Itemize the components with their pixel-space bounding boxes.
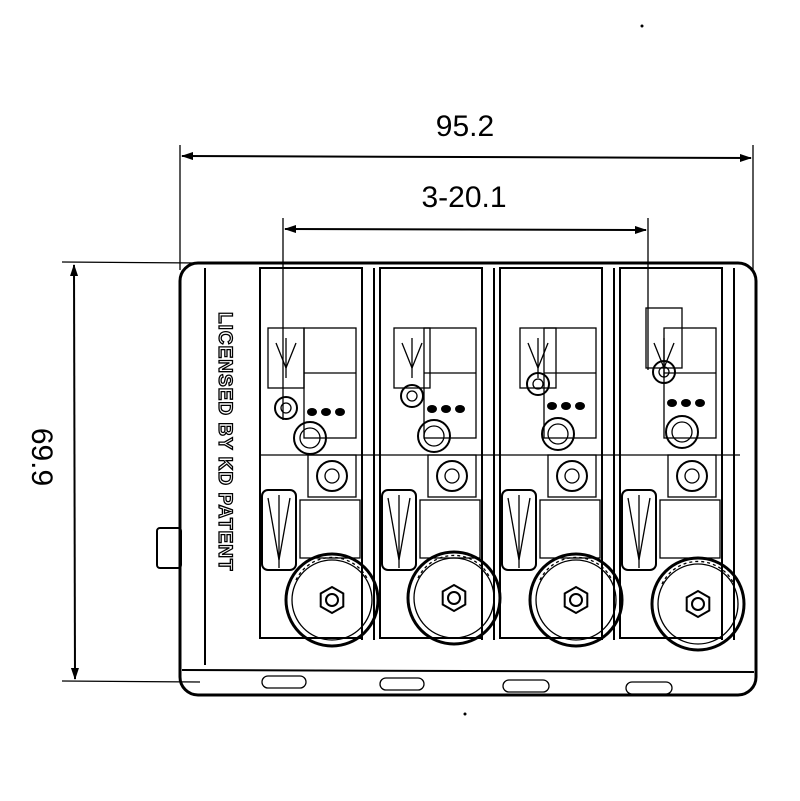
roller	[621, 489, 657, 571]
intonation-ring	[541, 417, 575, 451]
lock-screw-icon	[436, 460, 468, 492]
rivet-dot	[681, 399, 691, 407]
lock-socket	[684, 468, 700, 484]
lower-block	[539, 499, 601, 559]
lower-block	[659, 499, 721, 559]
width-dimension: 95.2	[179, 110, 754, 270]
roller	[261, 489, 297, 571]
intonation-ring	[293, 421, 327, 455]
hex-socket	[532, 378, 544, 390]
hex-socket	[280, 402, 292, 414]
knob-rim	[413, 557, 495, 639]
knob-rim	[657, 563, 739, 645]
ring-inner	[299, 427, 321, 449]
lock-socket	[324, 468, 340, 484]
string-slot	[393, 327, 431, 389]
lock-housing	[667, 454, 717, 498]
spacing-label: 3-20.1	[421, 181, 506, 214]
speck	[463, 712, 467, 716]
intonation-ring	[417, 419, 451, 453]
hex-socket	[406, 390, 418, 402]
rivet-dot	[427, 405, 437, 413]
nut-hole	[325, 593, 339, 607]
rivet-dot	[547, 402, 557, 410]
saddle-4	[619, 267, 746, 652]
upper-block	[303, 327, 357, 439]
lock-housing	[427, 454, 477, 498]
rivet-dot	[695, 399, 705, 407]
mount-slot	[502, 679, 550, 693]
lock-socket	[564, 468, 580, 484]
rivet-dot	[575, 402, 585, 410]
upper-block	[423, 327, 477, 439]
rivet-dot	[321, 408, 331, 416]
mount-slot	[625, 681, 673, 695]
rivet-dot	[335, 408, 345, 416]
roller	[501, 489, 537, 571]
rivet-dot	[455, 405, 465, 413]
hex-nut-icon	[685, 589, 711, 619]
thumb-knob-icon	[528, 552, 624, 648]
upper-block	[663, 327, 717, 439]
engraving-text: LICENSED BY KD PATENT	[214, 312, 235, 572]
base-plate	[156, 261, 758, 697]
lock-screw-icon	[676, 460, 708, 492]
rivet-dot	[667, 399, 677, 407]
height-screw-icon	[400, 384, 424, 408]
thumb-knob-icon	[650, 556, 746, 652]
mount-slot	[379, 677, 425, 691]
saddle-1	[259, 267, 380, 648]
roller	[381, 489, 417, 571]
width-label: 95.2	[436, 110, 494, 143]
length-label: 69.9	[25, 428, 58, 486]
nut-hole	[569, 593, 583, 607]
spacing-dimension: 3-20.1	[282, 181, 649, 420]
ring-inner	[671, 421, 693, 443]
nut-hole	[447, 591, 461, 605]
lock-screw-icon	[556, 460, 588, 492]
saddle-3	[499, 267, 624, 648]
saddle-housing	[619, 267, 723, 639]
lock-socket	[444, 468, 460, 484]
string-slot	[519, 327, 557, 389]
saddles	[259, 267, 746, 652]
lock-screw-icon	[316, 460, 348, 492]
side-screw	[156, 527, 182, 569]
hex-nut-icon	[563, 585, 589, 615]
thumb-knob-icon	[284, 552, 380, 648]
thumb-knob-icon	[406, 550, 502, 646]
nut-hole	[691, 597, 705, 611]
rivet-dot	[307, 408, 317, 416]
height-screw-icon	[274, 396, 298, 420]
hex-nut-icon	[441, 583, 467, 613]
speck	[640, 24, 644, 28]
hex-nut-icon	[319, 585, 345, 615]
rivet-dot	[561, 402, 571, 410]
knob-rim	[291, 559, 373, 641]
knob-rim	[535, 559, 617, 641]
knob-knurl	[417, 554, 491, 579]
lower-block	[299, 499, 361, 559]
lock-housing	[307, 454, 357, 498]
knob-knurl	[539, 556, 613, 581]
lower-block	[419, 499, 481, 559]
mount-slot	[261, 675, 307, 689]
ring-inner	[423, 425, 445, 447]
upper-block	[543, 327, 597, 439]
intonation-ring	[665, 415, 699, 449]
ring-inner	[547, 423, 569, 445]
saddle-housing	[499, 267, 603, 639]
length-dimension: 69.9	[25, 261, 201, 683]
saddle-2	[379, 267, 502, 646]
saddle-housing	[379, 267, 483, 639]
knob-knurl	[295, 556, 369, 581]
knob-knurl	[661, 560, 735, 585]
lock-housing	[547, 454, 597, 498]
height-screw-icon	[526, 372, 550, 396]
rivet-dot	[441, 405, 451, 413]
